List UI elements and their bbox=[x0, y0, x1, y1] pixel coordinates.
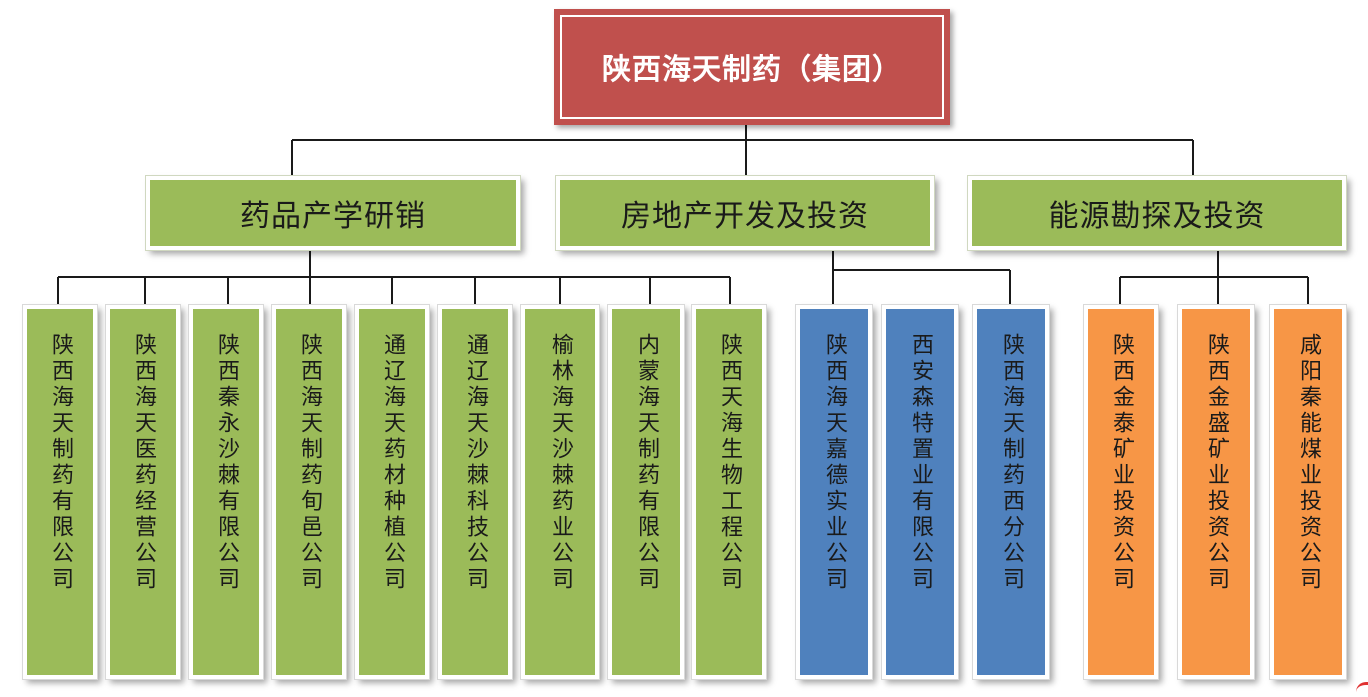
company-node: 陕西海天制药旬邑公司 bbox=[271, 304, 347, 680]
company-node: 陕西金泰矿业投资公司 bbox=[1083, 304, 1159, 680]
company-node: 陕西海天医药经营公司 bbox=[105, 304, 181, 680]
company-label: 陕西海天嘉德实业公司 bbox=[822, 333, 847, 593]
root-label: 陕西海天制药（集团） bbox=[560, 15, 944, 119]
division-energy: 能源勘探及投资 bbox=[967, 175, 1347, 251]
company-node: 陕西海天制药有限公司 bbox=[22, 304, 98, 680]
company-label: 榆林海天沙棘药业公司 bbox=[548, 333, 573, 593]
company-node: 陕西秦永沙棘有限公司 bbox=[188, 304, 264, 680]
company-node: 通辽海天沙棘科技公司 bbox=[437, 304, 513, 680]
company-node: 榆林海天沙棘药业公司 bbox=[520, 304, 600, 680]
company-label: 陕西海天制药西分公司 bbox=[999, 333, 1024, 593]
root-node: 陕西海天制药（集团） bbox=[554, 9, 950, 125]
company-label: 咸阳秦能煤业投资公司 bbox=[1296, 333, 1321, 593]
company-label: 西安森特置业有限公司 bbox=[908, 333, 933, 593]
company-node: 咸阳秦能煤业投资公司 bbox=[1269, 304, 1347, 680]
company-node: 陕西金盛矿业投资公司 bbox=[1177, 304, 1255, 680]
company-label: 通辽海天药材种植公司 bbox=[380, 333, 405, 593]
company-label: 陕西秦永沙棘有限公司 bbox=[214, 333, 239, 593]
company-label: 内蒙海天制药有限公司 bbox=[634, 333, 659, 593]
company-node: 通辽海天药材种植公司 bbox=[354, 304, 430, 680]
company-label: 陕西天海生物工程公司 bbox=[717, 333, 742, 593]
company-label: 陕西海天制药旬邑公司 bbox=[297, 333, 322, 593]
company-label: 通辽海天沙棘科技公司 bbox=[463, 333, 488, 593]
company-node: 陕西海天嘉德实业公司 bbox=[795, 304, 873, 680]
company-node: 陕西天海生物工程公司 bbox=[691, 304, 767, 680]
company-node: 陕西海天制药西分公司 bbox=[972, 304, 1050, 680]
division-pharma: 药品产学研销 bbox=[145, 175, 521, 251]
corner-decoration bbox=[1356, 682, 1368, 695]
company-node: 西安森特置业有限公司 bbox=[881, 304, 959, 680]
division-real-estate: 房地产开发及投资 bbox=[555, 175, 935, 251]
company-node: 内蒙海天制药有限公司 bbox=[607, 304, 685, 680]
company-label: 陕西金盛矿业投资公司 bbox=[1204, 333, 1229, 593]
company-label: 陕西金泰矿业投资公司 bbox=[1109, 333, 1134, 593]
company-label: 陕西海天医药经营公司 bbox=[131, 333, 156, 593]
company-label: 陕西海天制药有限公司 bbox=[48, 333, 73, 593]
